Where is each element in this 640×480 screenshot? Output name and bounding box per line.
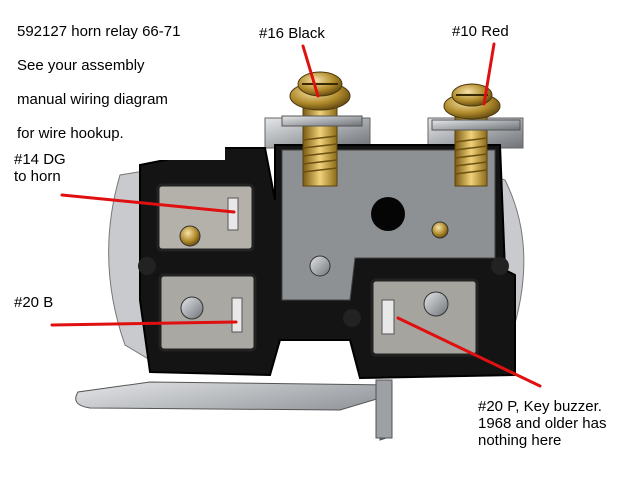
housing-clip	[343, 309, 361, 327]
center-hole	[371, 197, 405, 231]
label-14-dg-horn: #14 DG to horn	[11, 150, 105, 186]
mounting-bracket	[75, 379, 393, 441]
subtitle-line: for wire hookup.	[17, 125, 124, 142]
pointer-14-dg	[60, 193, 236, 214]
pointer-20-b	[50, 320, 238, 327]
label-16-black: #16 Black	[256, 24, 328, 43]
terminal-stud-black	[281, 71, 363, 187]
label-20-p-key-buzzer: #20 P, Key buzzer. 1968 and older has no…	[475, 397, 633, 450]
title-block: 592127 horn relay 66-71 See your assembl…	[14, 5, 225, 160]
rivet	[309, 255, 331, 277]
socket-20b	[158, 273, 257, 352]
socket-20p	[370, 278, 479, 357]
subtitle-line: manual wiring diagram	[17, 91, 168, 108]
title-line: 592127 horn relay 66-71	[17, 23, 181, 40]
label-10-red: #10 Red	[449, 22, 512, 41]
subtitle-line: See your assembly	[17, 57, 145, 74]
pointer-10-red	[482, 42, 496, 106]
pointer-16-black	[301, 44, 320, 98]
pointer-20-p	[396, 316, 542, 388]
rivet	[431, 221, 449, 239]
socket-horn	[156, 183, 255, 252]
housing-clip	[491, 257, 509, 275]
housing-clip	[138, 257, 156, 275]
label-20-b: #20 B	[11, 293, 57, 312]
